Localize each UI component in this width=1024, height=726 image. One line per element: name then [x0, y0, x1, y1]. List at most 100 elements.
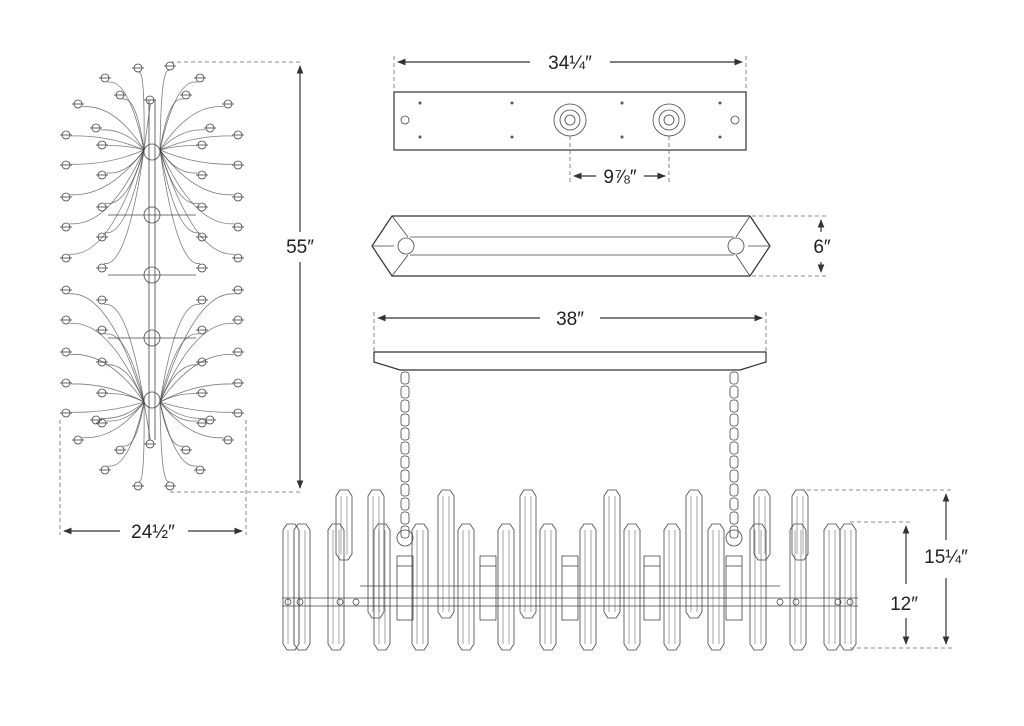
crystal-drop	[132, 401, 145, 491]
chain-link	[400, 441, 410, 455]
crystal-drop	[159, 73, 206, 151]
crystal-drop	[60, 149, 145, 232]
crystal-drop	[60, 149, 145, 202]
chain-link	[400, 399, 410, 413]
mount-point-left	[553, 103, 587, 137]
chain-link	[729, 483, 739, 497]
body-height-dimension: 12″	[850, 521, 918, 645]
crystal-drop	[72, 401, 145, 445]
crystal-bar	[411, 523, 429, 651]
crystal-drop	[159, 325, 208, 403]
crystal-drop	[96, 295, 145, 403]
crystal-drop	[159, 357, 208, 403]
plan-height-dimension: 55″	[286, 65, 314, 489]
chain-link	[400, 385, 410, 399]
chain-link	[400, 483, 410, 497]
crystal-drop	[96, 401, 145, 428]
crystal-drop	[159, 401, 192, 455]
crystal-drop	[60, 378, 145, 403]
crystal-drop	[60, 285, 145, 403]
canopy-side-view	[371, 215, 771, 277]
chain-link	[729, 511, 739, 525]
crystal-drop	[159, 401, 176, 491]
crystal-bar	[579, 523, 597, 651]
overall-height-dimension: 15¼″	[800, 489, 968, 649]
chain-link	[729, 469, 739, 483]
crystal-bar	[293, 523, 311, 651]
chain-link	[729, 441, 739, 455]
crystal-drop	[159, 149, 244, 263]
crystal-drop	[159, 149, 208, 242]
crystal-bar	[373, 523, 391, 651]
chain-link	[400, 427, 410, 441]
crystal-bar	[437, 489, 455, 619]
bulb-holder	[479, 555, 497, 621]
body-height-label: 12″	[890, 594, 918, 615]
crystal-bar	[539, 523, 557, 651]
bulb-holder	[396, 555, 414, 621]
crystal-bar	[623, 523, 641, 651]
crystal-drop	[132, 63, 145, 151]
crystal-bar	[603, 489, 621, 619]
crystal-drop	[60, 149, 145, 263]
chain-link	[729, 525, 739, 539]
crystal-drop	[159, 378, 244, 403]
crystal-bar	[327, 523, 345, 651]
crystal-drop	[159, 401, 206, 475]
crystal-drop	[159, 149, 244, 202]
crystal-drop	[143, 401, 156, 449]
crystal-bar	[663, 523, 681, 651]
chain-link	[400, 455, 410, 469]
canopy-length-dimension: 34¼″	[393, 53, 747, 92]
crystal-drop	[159, 315, 244, 403]
elevation-canopy	[373, 351, 767, 371]
crystal-drop	[143, 95, 156, 151]
canopy-depth-dimension: 6″	[752, 215, 831, 277]
chain-link	[729, 413, 739, 427]
mount-spacing-dimension: 9⅞″	[569, 136, 670, 188]
crystal-bar	[335, 489, 353, 561]
crystal-drop	[159, 99, 234, 151]
plan-width-label: 24½″	[131, 522, 175, 543]
chain-link	[400, 469, 410, 483]
crystal-bar	[282, 523, 300, 651]
chain-link	[729, 497, 739, 511]
overall-height-label: 15¼″	[924, 547, 968, 568]
mount-point-right	[652, 103, 686, 137]
bulb-holder	[561, 555, 579, 621]
crystal-drop	[114, 401, 145, 455]
crystal-drop	[96, 388, 145, 403]
crystal-bar	[839, 523, 857, 651]
crystal-bar	[519, 489, 537, 619]
crystal-drop	[60, 130, 145, 151]
suspension-chains	[396, 371, 743, 547]
crystal-bar	[791, 489, 809, 561]
crystal-bar	[367, 489, 385, 619]
crystal-bar	[685, 489, 703, 619]
crystal-drop	[159, 285, 244, 403]
crystal-drop	[99, 401, 145, 475]
bulb-holder	[643, 555, 661, 621]
crystal-bar	[497, 523, 515, 651]
fixture-length-label: 38″	[556, 309, 584, 330]
crystal-bar	[753, 489, 771, 561]
chain-link	[729, 399, 739, 413]
chain-link	[400, 497, 410, 511]
crystal-drop	[159, 149, 208, 273]
crystal-bar	[457, 523, 475, 651]
crystal-drop	[159, 401, 208, 428]
plan-height-label: 55″	[286, 237, 314, 258]
crystal-drop	[60, 149, 145, 170]
mount-spacing-label: 9⅞″	[603, 167, 636, 188]
crystal-drop	[99, 73, 145, 151]
plan-extension-lines	[59, 61, 302, 535]
crystal-drop	[159, 90, 192, 151]
crystal-drop	[96, 149, 145, 242]
crystal-drop	[114, 90, 145, 151]
crystal-drop	[60, 315, 145, 403]
crystal-drop	[159, 295, 208, 403]
crystal-drop	[96, 357, 145, 403]
crystal-drop	[159, 130, 244, 151]
crystal-drop	[60, 401, 145, 418]
